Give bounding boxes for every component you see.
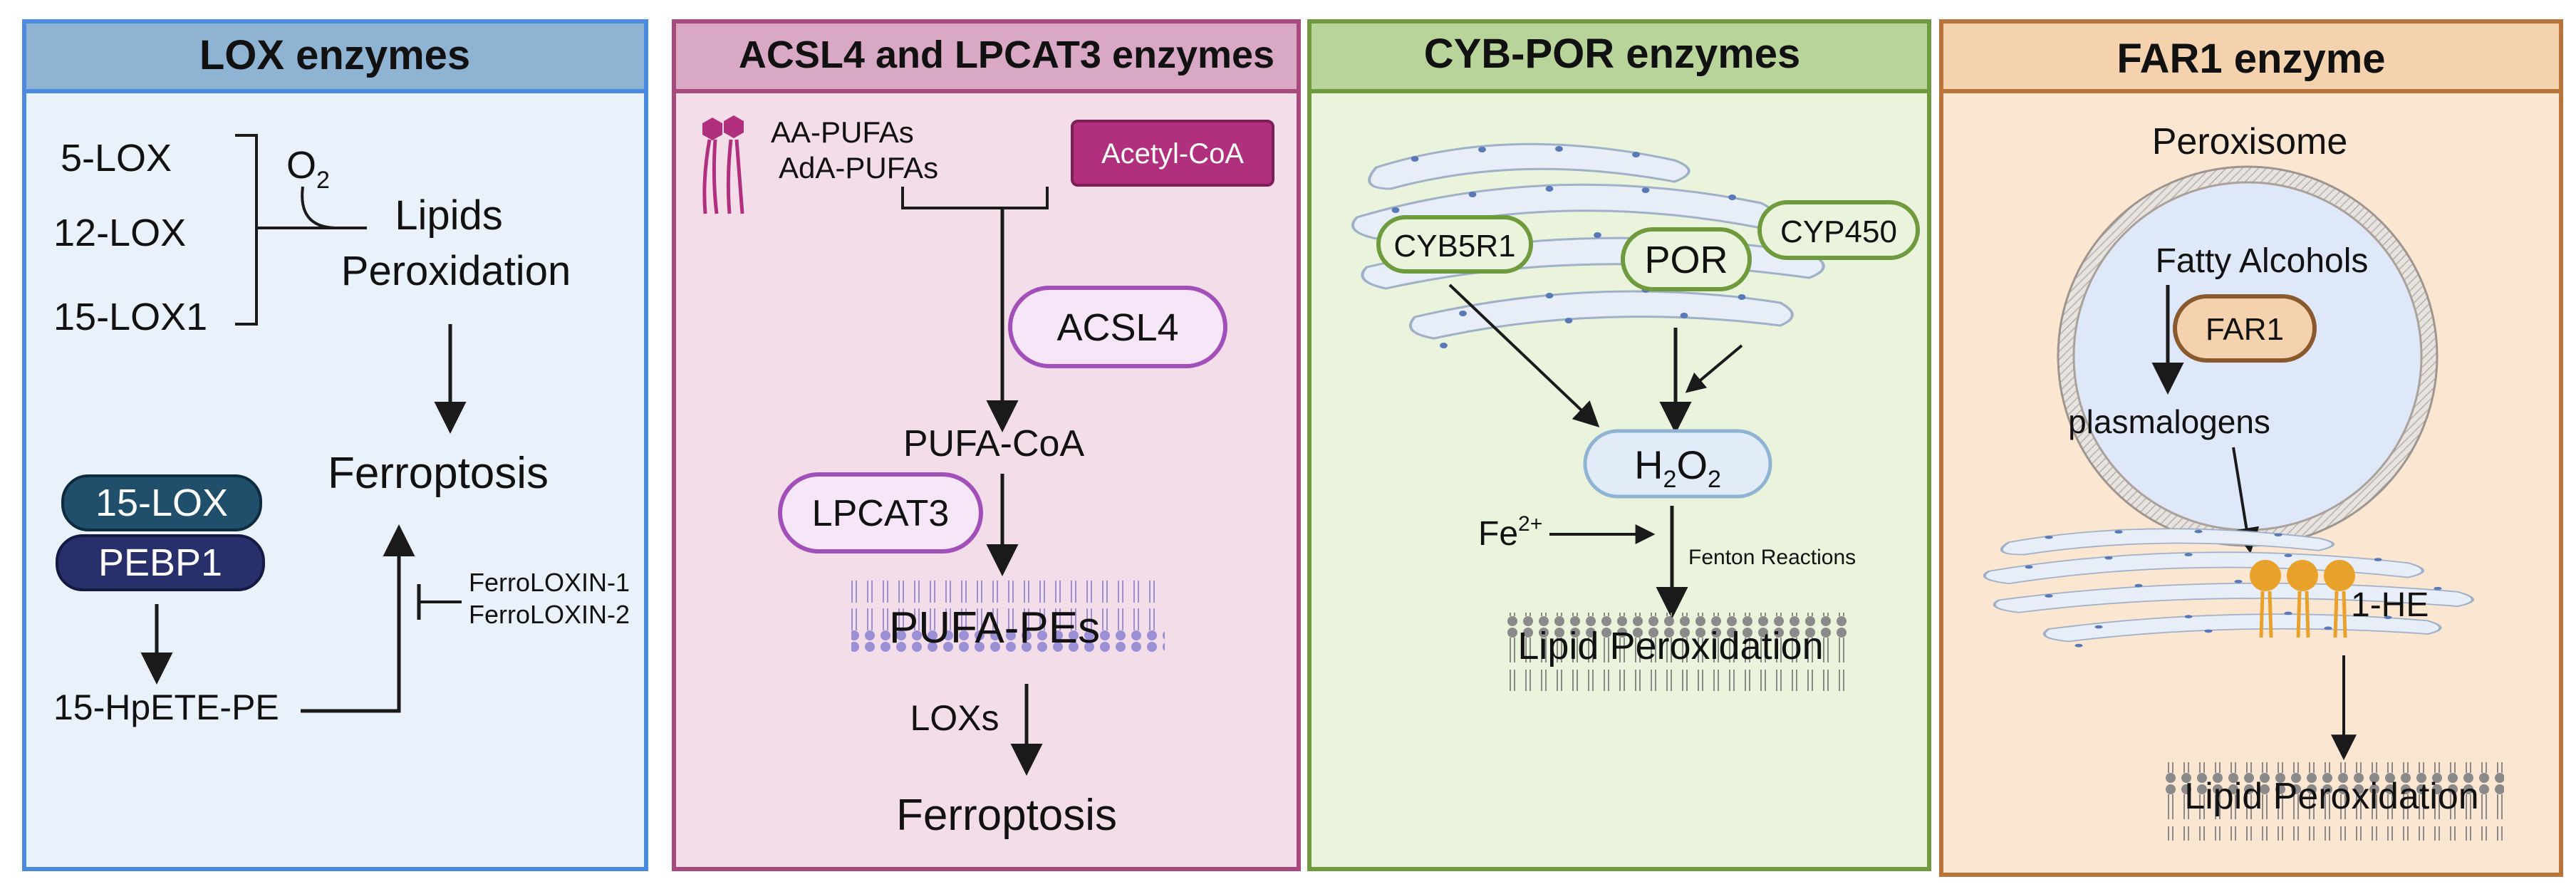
o2-curve xyxy=(301,186,336,229)
far1-pill xyxy=(2173,294,2317,363)
ferroloxin-1: FerroLOXIN-1 xyxy=(469,568,630,597)
lox15-label: 15-LOX xyxy=(95,482,228,524)
cyb5r1-arrow xyxy=(1448,284,1600,427)
acsl4-label: ACSL4 xyxy=(1056,306,1178,349)
panel-far1: FAR1 enzyme Peroxisome Fatty Alcohols FA… xyxy=(1939,19,2563,877)
cyp450-pill xyxy=(1757,200,1920,260)
por-label: POR xyxy=(1644,239,1728,281)
pufa-pes-label: PUFA-PEs xyxy=(889,603,1100,653)
por-pill xyxy=(1621,227,1752,291)
lox-12: 12-LOX xyxy=(53,212,186,254)
panel-title: ACSL4 and LPCAT3 enzymes xyxy=(739,33,1274,76)
one-he-label: 1-HE xyxy=(2351,586,2429,624)
panel-title: CYB-POR enzymes xyxy=(1424,31,1801,77)
panel-title: FAR1 enzyme xyxy=(2117,36,2385,82)
membrane-pufa-pes xyxy=(851,581,1165,652)
h2o2-pill xyxy=(1583,429,1772,499)
membrane-lipid-peroxidation xyxy=(2162,762,2504,841)
hpete-to-ferroptosis-arrow xyxy=(301,524,415,713)
panel-title: LOX enzymes xyxy=(199,32,470,78)
pufa-coa-label: PUFA-CoA xyxy=(903,423,1085,464)
cyp450-arrow xyxy=(1685,344,1743,393)
ferroptosis-label: Ferroptosis xyxy=(896,791,1117,840)
loxs-label: LOXs xyxy=(910,698,999,738)
fenton-label: Fenton Reactions xyxy=(1688,546,1856,569)
o2-label: O2 xyxy=(286,144,330,194)
lox-15: 15-LOX1 xyxy=(53,296,207,338)
peroxidation-label: Peroxidation xyxy=(341,248,571,294)
pebp1-pill xyxy=(56,534,265,591)
cyb5r1-label: CYB5R1 xyxy=(1393,229,1515,264)
lipid-peroxidation-label: Lipid Peroxidation xyxy=(2184,776,2478,817)
lox-bracket xyxy=(235,134,258,326)
far1-label: FAR1 xyxy=(2206,312,2284,347)
panel-acsl4-lpcat3: ACSL4 and LPCAT3 enzymes AA-PUFAs AdA-PU… xyxy=(672,19,1301,871)
ada-pufas-label: AdA-PUFAs xyxy=(779,151,938,184)
lipid-peroxidation-label: Lipid Peroxidation xyxy=(1517,625,1823,667)
pufa-lipid-icon xyxy=(702,115,744,214)
aa-pufas-label: AA-PUFAs xyxy=(771,115,914,149)
ferroptosis-label: Ferroptosis xyxy=(328,449,549,498)
panel-cyb-por: CYB-POR enzymes CYB5R1 POR CYP450 H2O2 F… xyxy=(1307,19,1931,871)
cyp450-label: CYP450 xyxy=(1780,214,1897,249)
acetyl-coa-box xyxy=(1071,120,1274,187)
fe-label: Fe2+ xyxy=(1478,512,1542,553)
lox15-pill xyxy=(61,474,262,531)
acsl4-pill xyxy=(1008,286,1227,368)
lox-5: 5-LOX xyxy=(61,137,172,180)
peroxisome-label: Peroxisome xyxy=(2152,121,2348,162)
fatty-alcohols-label: Fatty Alcohols xyxy=(2156,242,2369,280)
one-he-lipid-icon xyxy=(2250,560,2355,638)
panel-lox: LOX enzymes 5-LOX 12-LOX 15-LOX1 O2 Lipi… xyxy=(22,19,648,871)
cyb5r1-pill xyxy=(1376,215,1533,274)
h2o2-label: H2O2 xyxy=(1634,442,1721,493)
membrane-lipid-peroxidation xyxy=(1507,613,1849,691)
hpete-label: 15-HpETE-PE xyxy=(53,687,279,727)
pebp1-label: PEBP1 xyxy=(98,541,222,584)
lipids-label: Lipids xyxy=(395,192,503,239)
lpcat3-label: LPCAT3 xyxy=(812,493,950,534)
lpcat3-pill xyxy=(778,472,983,553)
ferroloxin-2: FerroLOXIN-2 xyxy=(469,600,630,629)
acetyl-coa-label: Acetyl-CoA xyxy=(1101,138,1244,170)
plasmalogens-label: plasmalogens xyxy=(2068,403,2270,440)
merge-bracket xyxy=(901,187,1049,209)
